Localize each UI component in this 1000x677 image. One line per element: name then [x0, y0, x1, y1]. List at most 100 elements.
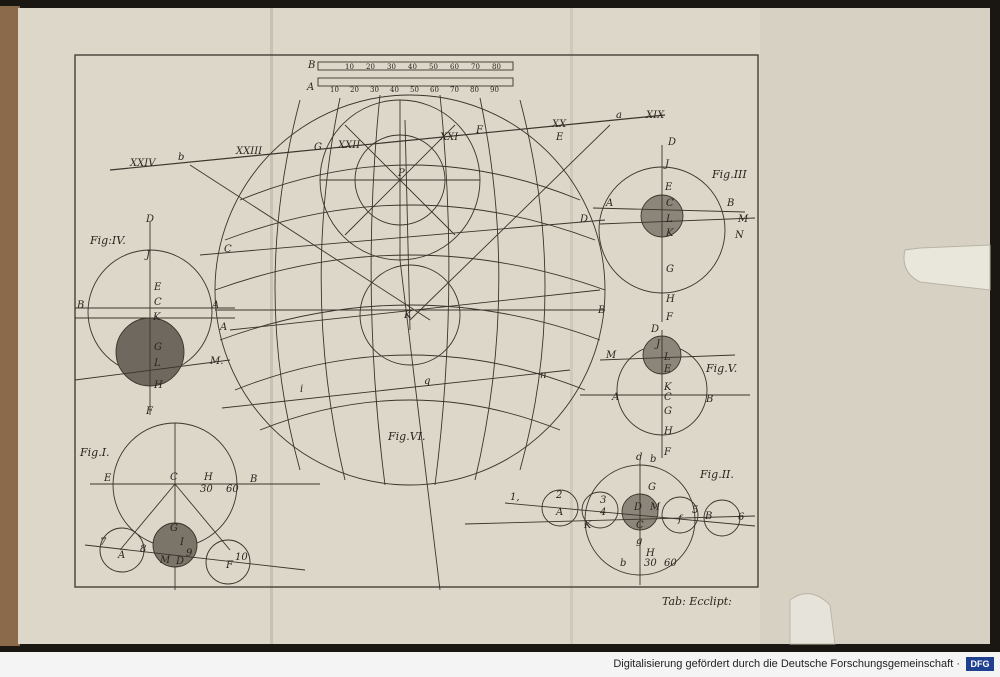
fig4-label: D	[145, 214, 154, 225]
fig2-label: 5	[692, 505, 698, 516]
fig2-label: 60	[664, 558, 677, 569]
fig6-label: B	[597, 305, 605, 316]
fig5-label: B	[705, 394, 713, 405]
funding-notice: Digitalisierung gefördert durch die Deut…	[613, 658, 960, 670]
fig2-label: K	[583, 520, 592, 531]
fig5-label: F	[663, 447, 672, 458]
fig6-label: P	[397, 168, 405, 179]
scale-tick: 80	[470, 86, 479, 94]
fig2-label: A	[555, 507, 563, 518]
fig4-label: C	[154, 297, 162, 308]
fig1-label: C	[170, 472, 178, 483]
scale-top-label: B	[307, 60, 315, 71]
fig2-label: f	[677, 514, 684, 525]
fig4-label: M.	[209, 356, 223, 367]
fig6-title: Fig.VI.	[387, 430, 425, 443]
fig6-label: XXIII	[235, 146, 263, 157]
fig2-label: 30	[644, 558, 657, 569]
scale-tick: 60	[450, 63, 459, 71]
scale-tick: 70	[450, 86, 459, 94]
fig4-label: E	[153, 282, 162, 293]
fig4-label: F	[145, 406, 154, 417]
fig6-label: A	[219, 322, 227, 333]
fig1-label: 9	[186, 548, 193, 559]
scale-tick: 10	[330, 86, 339, 94]
scale-tick: 90	[490, 86, 499, 94]
fig4-label: J	[144, 250, 151, 261]
fig1-label: 7	[100, 537, 107, 548]
fig5-label: G	[664, 406, 672, 417]
fig6-label: K	[403, 310, 412, 321]
scale-tick: 50	[410, 86, 419, 94]
fig3-label: L	[665, 214, 673, 225]
fig4-label: A	[211, 300, 219, 311]
scale-tick: 40	[390, 86, 399, 94]
fig6-label: C	[224, 244, 232, 255]
scale-tick: 20	[350, 86, 359, 94]
fig4-label: G	[154, 342, 162, 353]
fig2-label: 2	[555, 490, 562, 501]
fig2-label: 6	[738, 512, 745, 523]
engraved-plate: Fig:IV. Fig.I. Fig.II. Fig.III Fig.V. Fi…	[0, 6, 991, 646]
fig3-label: D	[667, 137, 676, 148]
fig2-label: 1,	[510, 492, 520, 503]
fig2-label: b	[620, 558, 626, 569]
fig6-label: i	[300, 384, 303, 395]
fig2-title: Fig.II.	[699, 468, 734, 481]
fig1-label: I	[179, 537, 185, 548]
dfg-logo: DFG	[966, 657, 994, 671]
fig2-label: 3	[600, 495, 606, 506]
fig5-label: K	[663, 382, 672, 393]
fig3-label: K	[665, 228, 674, 239]
fig3-label: C	[666, 198, 674, 209]
scale-tick: 60	[430, 86, 439, 94]
fig1-label: 30	[200, 484, 213, 495]
fig4-label: L	[153, 358, 161, 369]
fig2-label: C	[636, 520, 644, 531]
fig5-label: D	[650, 324, 659, 335]
fig3-title: Fig.III	[711, 168, 747, 181]
fig6-label: a	[616, 110, 622, 121]
fig6-label: XXI	[439, 132, 459, 143]
fig1-label: 60	[226, 484, 239, 495]
fig1-label: 8	[140, 544, 146, 555]
fig6-label: XXII	[337, 140, 361, 151]
fig6-label: XX	[551, 119, 567, 130]
footer-bar: Digitalisierung gefördert durch die Deut…	[0, 652, 1000, 677]
fig6-label: b	[178, 152, 184, 163]
fig1-label: D	[175, 556, 184, 567]
fig2-label: b	[650, 454, 656, 465]
fig3-label: N	[734, 230, 745, 241]
fig1-label: B	[249, 474, 257, 485]
fig5-label: L	[663, 352, 671, 363]
scale-tick: 20	[366, 63, 375, 71]
fig6-label: XXIV	[129, 158, 157, 169]
fig1-label: E	[103, 473, 112, 484]
fig4-label: H	[153, 380, 163, 391]
fig2-label: d	[636, 452, 642, 463]
fig6-label: XIX	[645, 110, 665, 121]
plate-caption: Tab: Ecclipt:	[662, 595, 732, 608]
fig1-label: 10	[235, 552, 248, 563]
scale-tick: 30	[387, 63, 396, 71]
fig5-label: H	[663, 426, 673, 437]
fig1-label: G	[170, 523, 178, 534]
fig3-label: M	[737, 214, 749, 225]
fig2-label: H	[645, 548, 655, 559]
fig5-title: Fig.V.	[705, 362, 737, 375]
plate-border	[74, 54, 759, 588]
fig6-label: G	[314, 142, 322, 153]
scale-tick: 10	[345, 63, 354, 71]
fig1-label: M	[159, 555, 171, 566]
scale-bottom-label: A	[306, 82, 314, 93]
fig1-label: H	[203, 472, 213, 483]
fig3-label: F	[665, 312, 674, 323]
fig5-label: J	[654, 339, 661, 350]
fig4-label: B	[76, 300, 84, 311]
fig4-title: Fig:IV.	[89, 234, 126, 247]
fig2-label: M	[649, 502, 661, 513]
fig3-label: A	[605, 198, 613, 209]
